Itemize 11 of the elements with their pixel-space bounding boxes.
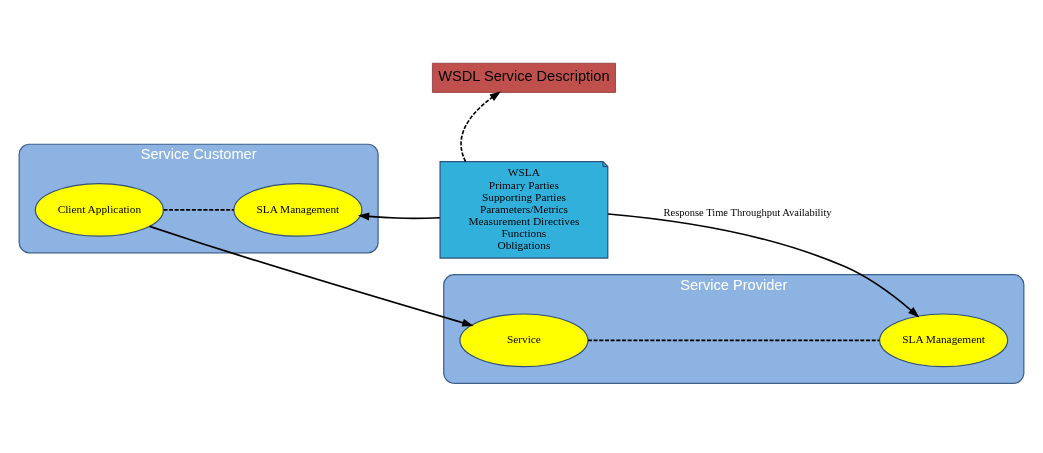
node-box: WSDL Service Description xyxy=(431,62,616,93)
connector xyxy=(162,209,235,211)
arrow xyxy=(357,212,441,221)
edge-label: Response Time Throughput Availability xyxy=(663,206,832,218)
node-ellipse: SLA Management xyxy=(233,182,363,237)
arrow xyxy=(148,225,474,327)
node-ellipse: SLA Management xyxy=(879,313,1009,368)
node-ellipse: Client Application xyxy=(34,182,164,237)
connector xyxy=(587,339,881,342)
arrow xyxy=(460,91,501,163)
arrow xyxy=(607,213,920,318)
